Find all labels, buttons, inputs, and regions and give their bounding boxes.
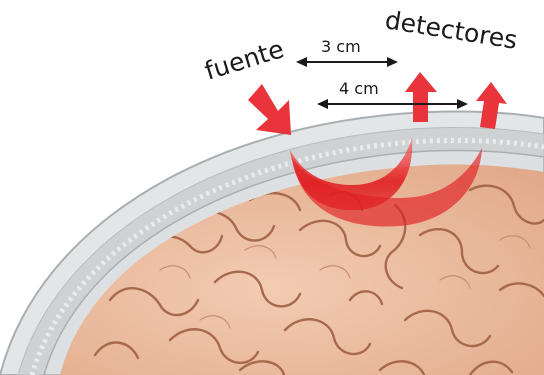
- source-label: fuente: [201, 34, 287, 85]
- distance-label-3cm: 3 cm: [321, 37, 361, 56]
- detectors-label: detectores: [383, 5, 519, 55]
- source-arrow: [248, 84, 291, 135]
- distance-marker-4cm: [317, 99, 468, 109]
- distance-marker-3cm: [296, 57, 398, 67]
- distance-label-4cm: 4 cm: [339, 79, 379, 98]
